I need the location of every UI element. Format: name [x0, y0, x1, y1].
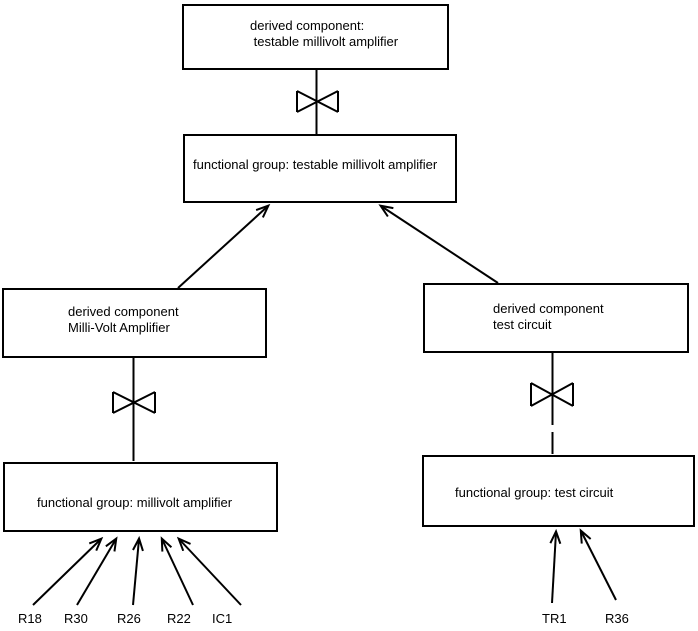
- arrow-r18-to-fg-millivolt: [32, 536, 104, 606]
- node-text-line: functional group: testable millivolt amp…: [193, 157, 438, 172]
- leaf-label-r36: R36: [605, 611, 629, 626]
- node-text-line: derived component:: [250, 18, 365, 33]
- bowtie-connector-icon-top: [296, 90, 339, 113]
- node-fg-test-circuit: functional group: test circuit: [422, 455, 695, 527]
- arrow-derived-millivolt-to-fg-testable: [177, 203, 271, 289]
- leaf-label-r18: R18: [18, 611, 42, 626]
- leaf-label-r22: R22: [167, 611, 191, 626]
- arrow-tr1-to-fg-test-circuit: [549, 528, 562, 604]
- node-text-line: functional group: test circuit: [455, 485, 614, 500]
- node-text-line: testable millivolt amplifier: [250, 34, 399, 49]
- node-text-line: derived component: [68, 304, 179, 319]
- leaf-label-r30: R30: [64, 611, 88, 626]
- node-text-line: derived component: [493, 301, 604, 316]
- bowtie-connector-icon-right: [530, 382, 574, 407]
- arrow-ic1-to-fg-millivolt: [176, 536, 242, 606]
- arrow-r26-to-fg-millivolt: [132, 535, 144, 606]
- arrow-r30-to-fg-millivolt: [76, 536, 118, 606]
- arrow-r22-to-fg-millivolt: [160, 536, 194, 606]
- bowtie-connector-icon-left: [112, 391, 156, 414]
- leaf-label-tr1: TR1: [542, 611, 567, 626]
- node-derived-millivolt-amplifier: derived component Milli-Volt Amplifier: [2, 288, 267, 358]
- node-text-line: functional group: millivolt amplifier: [37, 495, 233, 510]
- node-fg-testable-amplifier: functional group: testable millivolt amp…: [183, 134, 457, 203]
- node-derived-testable-amplifier: derived component: testable millivolt am…: [182, 4, 449, 70]
- node-derived-test-circuit: derived component test circuit: [423, 283, 689, 353]
- arrow-derived-test-circuit-to-fg-testable: [378, 204, 499, 284]
- node-text-line: Milli-Volt Amplifier: [68, 320, 170, 335]
- arrow-r36-to-fg-test-circuit: [579, 528, 617, 601]
- node-fg-millivolt-amplifier: functional group: millivolt amplifier: [3, 462, 278, 532]
- leaf-label-ic1: IC1: [212, 611, 233, 626]
- leaf-label-r26: R26: [117, 611, 141, 626]
- node-text-line: test circuit: [493, 317, 552, 332]
